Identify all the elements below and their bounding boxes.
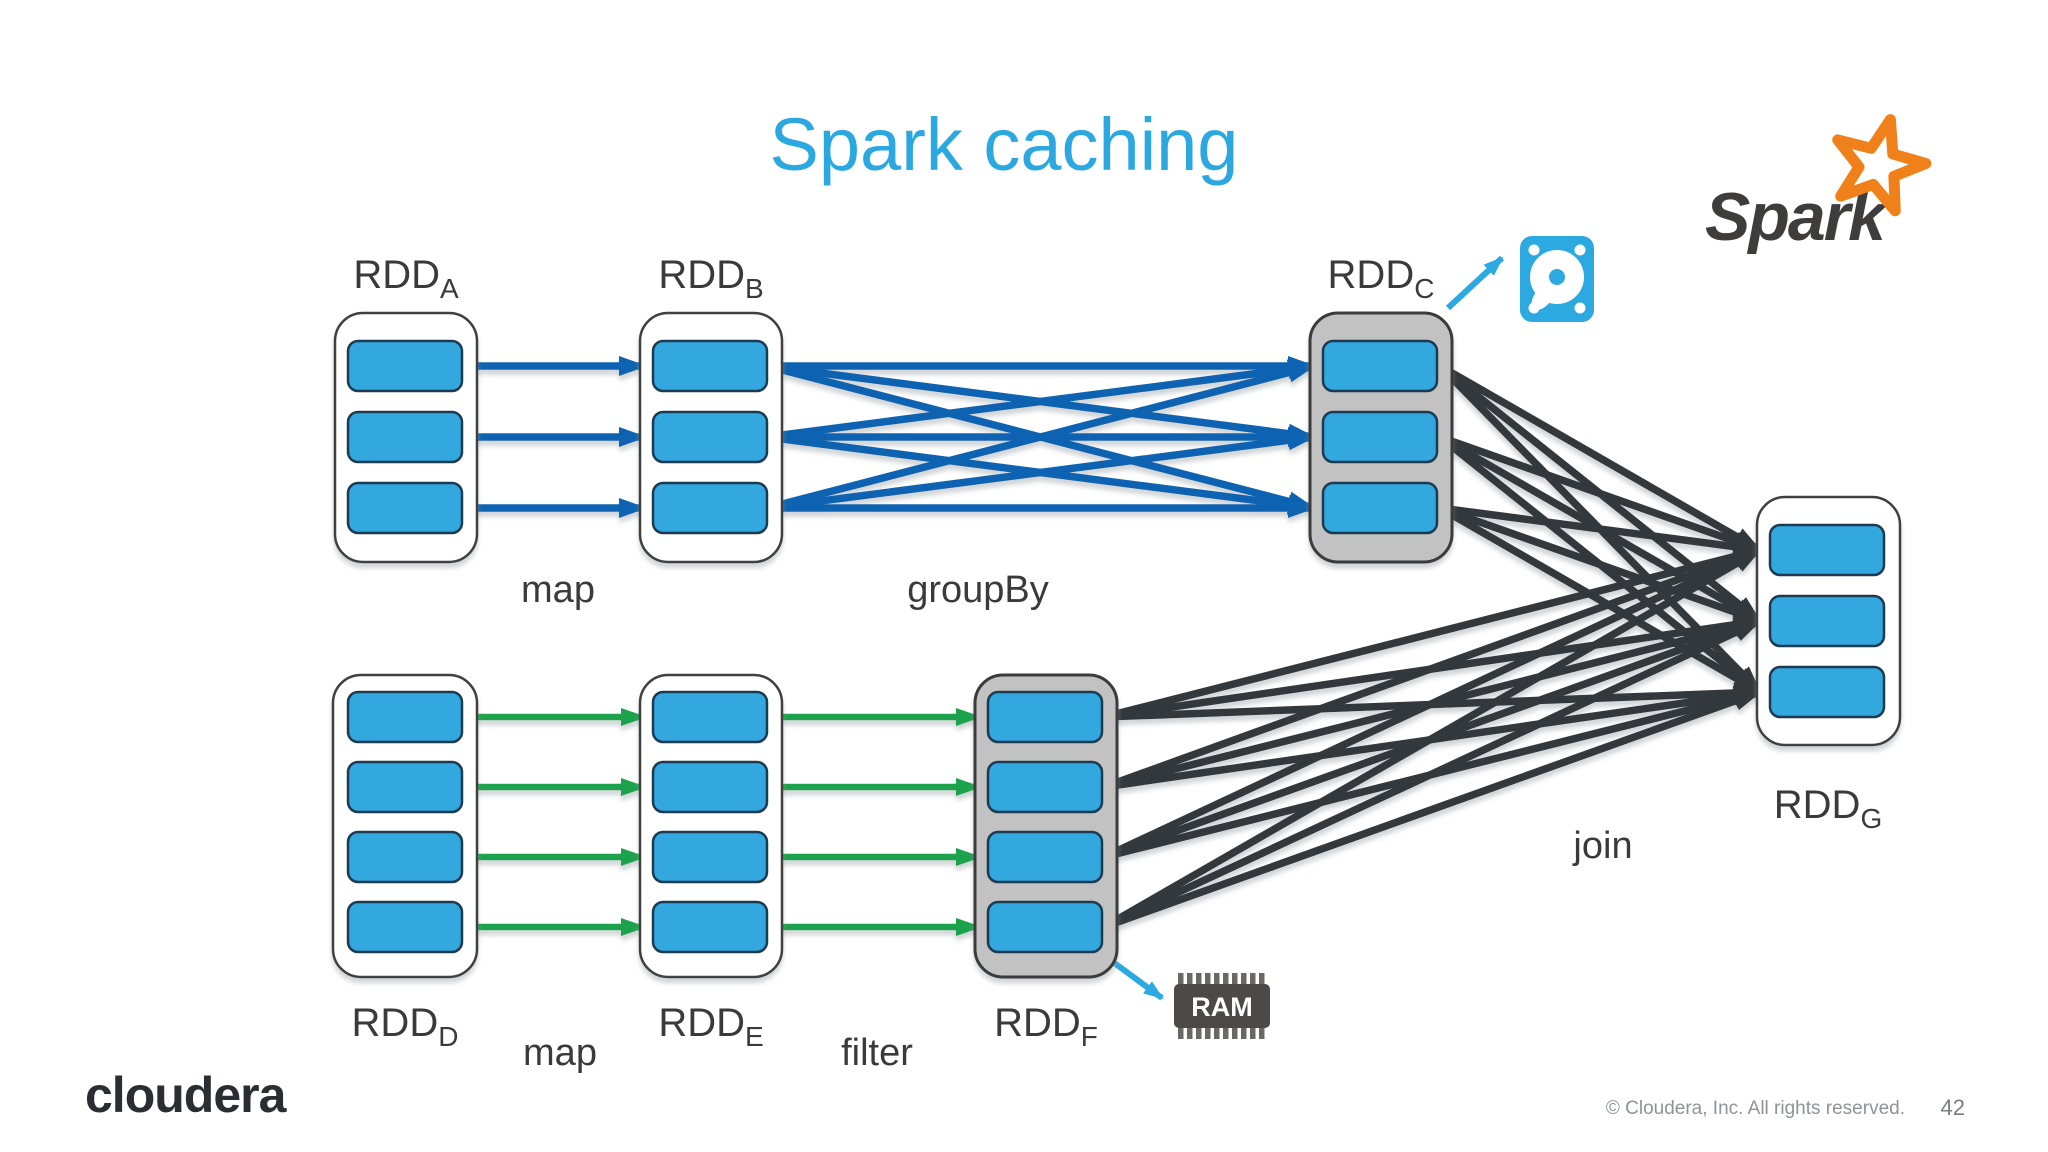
- rdd-g-node: [1755, 495, 1902, 747]
- rdd-a-partition-3: [346, 481, 464, 535]
- rdd-g-partition-1: [1768, 523, 1886, 577]
- rdd-f-partition-3: [986, 830, 1104, 884]
- spark-logo: Spark: [1705, 114, 1932, 255]
- rdd-a-partition-1: [346, 339, 464, 393]
- cache-to-ram-arrow: [1111, 959, 1164, 1001]
- rdd-f-partition-2: [986, 760, 1104, 814]
- rdd-f-node: [973, 673, 1119, 979]
- rdd-d-partition-4: [346, 900, 464, 954]
- ram-chip-icon: RAM: [1174, 973, 1270, 1039]
- slide-title: Spark caching: [770, 103, 1239, 186]
- rdd-g-partition-3: [1768, 665, 1886, 719]
- rdd-c-partition-1: [1321, 339, 1439, 393]
- map-arrows-a-b: [462, 356, 647, 518]
- rdd-g-label: RDDG: [1774, 783, 1882, 834]
- disk-icon: [1520, 236, 1594, 322]
- rdd-e-partition-3: [651, 830, 769, 884]
- rdd-b-node: [638, 311, 784, 564]
- rdd-a-node: [333, 311, 479, 564]
- op-label-map-bottom: map: [523, 1032, 597, 1074]
- rdd-c-label: RDDC: [1328, 253, 1435, 304]
- cloudera-logo: cloudera: [85, 1067, 288, 1123]
- rdd-d-partition-1: [346, 690, 464, 744]
- groupby-lines: [766, 356, 1316, 518]
- rdd-a-label: RDDA: [353, 253, 459, 304]
- filter-arrows-e-f: [767, 708, 982, 936]
- op-label-groupby: groupBy: [907, 569, 1049, 611]
- rdd-c-partition-2: [1321, 410, 1439, 464]
- rdd-f-partition-1: [986, 690, 1104, 744]
- rdd-e-partition-4: [651, 900, 769, 954]
- join-lines: [1102, 362, 1763, 931]
- rdd-b-label: RDDB: [658, 253, 763, 304]
- ram-chip-label: RAM: [1191, 992, 1253, 1022]
- rdd-d-partition-2: [346, 760, 464, 814]
- rdd-f-partition-4: [986, 900, 1104, 954]
- page-number: 42: [1941, 1095, 1965, 1120]
- op-label-join: join: [1572, 825, 1632, 867]
- rdd-e-node: [638, 673, 784, 979]
- map-arrows-d-e: [462, 708, 647, 936]
- rdd-d-label: RDDD: [352, 1001, 459, 1052]
- spark-star-icon: [1832, 114, 1932, 217]
- rdd-c-node: [1308, 311, 1454, 564]
- rdd-g-partition-2: [1768, 594, 1886, 648]
- rdd-e-partition-2: [651, 760, 769, 814]
- rdd-e-partition-1: [651, 690, 769, 744]
- rdd-e-label: RDDE: [658, 1001, 763, 1052]
- rdd-b-partition-3: [651, 481, 769, 535]
- footer-copyright: © Cloudera, Inc. All rights reserved.: [1606, 1098, 1905, 1119]
- op-label-filter: filter: [841, 1032, 913, 1074]
- rdd-a-partition-2: [346, 410, 464, 464]
- rdd-d-node: [331, 673, 479, 979]
- rdd-d-partition-3: [346, 830, 464, 884]
- op-label-map-top: map: [521, 569, 595, 611]
- cache-to-disk-arrow: [1445, 255, 1505, 311]
- rdd-c-partition-3: [1321, 481, 1439, 535]
- rdd-b-partition-2: [651, 410, 769, 464]
- rdd-f-label: RDDF: [994, 1001, 1098, 1052]
- rdd-b-partition-1: [651, 339, 769, 393]
